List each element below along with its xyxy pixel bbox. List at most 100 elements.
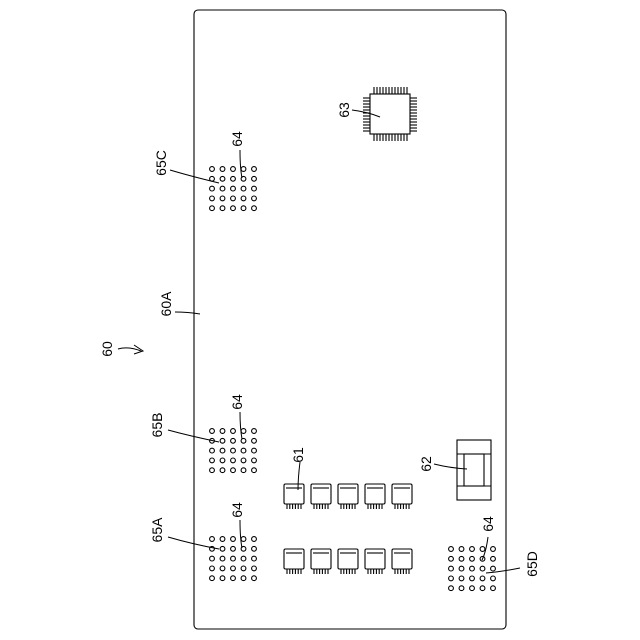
- package-body: [365, 549, 385, 569]
- label-64-d: 64: [480, 516, 496, 532]
- leader-line: [175, 312, 200, 314]
- via-hole: [241, 468, 246, 473]
- via-hole: [210, 458, 215, 463]
- via-hole: [459, 586, 464, 591]
- via-group-65d: [449, 547, 496, 591]
- via-hole: [231, 196, 236, 201]
- via-hole: [210, 576, 215, 581]
- via-hole: [220, 448, 225, 453]
- via-hole: [210, 468, 215, 473]
- via-hole: [210, 167, 215, 172]
- via-hole: [220, 438, 225, 443]
- via-hole: [480, 576, 485, 581]
- component-62: [457, 440, 491, 500]
- label-64-a: 64: [229, 502, 245, 518]
- via-hole: [231, 537, 236, 542]
- via-hole: [231, 167, 236, 172]
- via-hole: [470, 566, 475, 571]
- leader-line: [240, 150, 242, 178]
- via-hole: [231, 576, 236, 581]
- smd-package: [365, 549, 385, 574]
- smd-package: [338, 549, 358, 574]
- leader-line: [434, 464, 467, 469]
- via-hole: [470, 547, 475, 552]
- via-hole: [252, 576, 257, 581]
- via-group-65b: [210, 429, 257, 473]
- via-hole: [241, 576, 246, 581]
- via-hole: [210, 196, 215, 201]
- via-hole: [459, 547, 464, 552]
- via-hole: [252, 537, 257, 542]
- via-hole: [210, 556, 215, 561]
- via-hole: [231, 448, 236, 453]
- via-hole: [480, 566, 485, 571]
- via-hole: [220, 556, 225, 561]
- via-hole: [491, 547, 496, 552]
- via-hole: [449, 576, 454, 581]
- via-hole: [231, 176, 236, 181]
- label-65c: 65C: [153, 150, 169, 176]
- smd-package: [338, 484, 358, 509]
- via-hole: [220, 468, 225, 473]
- via-hole: [252, 566, 257, 571]
- label-61: 61: [290, 447, 306, 463]
- package-body: [365, 484, 385, 504]
- via-hole: [231, 438, 236, 443]
- leader-line: [240, 412, 242, 439]
- via-hole: [491, 566, 496, 571]
- via-hole: [449, 556, 454, 561]
- via-hole: [241, 429, 246, 434]
- via-hole: [252, 458, 257, 463]
- via-hole: [241, 566, 246, 571]
- via-hole: [491, 586, 496, 591]
- via-hole: [241, 167, 246, 172]
- via-hole: [252, 448, 257, 453]
- via-hole: [220, 458, 225, 463]
- smd-package: [284, 549, 304, 574]
- via-hole: [231, 458, 236, 463]
- via-hole: [231, 429, 236, 434]
- label-65d: 65D: [524, 551, 540, 577]
- via-hole: [231, 468, 236, 473]
- smd-package: [365, 484, 385, 509]
- ic-body: [370, 94, 410, 134]
- via-hole: [220, 576, 225, 581]
- package-body: [338, 484, 358, 504]
- via-hole: [210, 448, 215, 453]
- via-hole: [210, 429, 215, 434]
- via-hole: [241, 196, 246, 201]
- via-hole: [241, 537, 246, 542]
- via-hole: [210, 206, 215, 211]
- label-60a: 60A: [158, 291, 174, 317]
- via-hole: [252, 468, 257, 473]
- via-hole: [210, 566, 215, 571]
- smd-package: [392, 549, 412, 574]
- via-hole: [231, 186, 236, 191]
- via-hole: [470, 556, 475, 561]
- via-hole: [231, 566, 236, 571]
- leader-line: [240, 520, 242, 548]
- via-hole: [210, 186, 215, 191]
- via-hole: [252, 429, 257, 434]
- package-body: [284, 549, 304, 569]
- via-hole: [470, 576, 475, 581]
- via-hole: [252, 556, 257, 561]
- via-hole: [241, 186, 246, 191]
- via-hole: [252, 206, 257, 211]
- via-hole: [449, 586, 454, 591]
- via-hole: [220, 537, 225, 542]
- inner-band: [464, 454, 484, 486]
- smd-package: [311, 549, 331, 574]
- via-hole: [449, 566, 454, 571]
- leader-line: [298, 462, 300, 490]
- package-body: [284, 484, 304, 504]
- via-hole: [491, 556, 496, 561]
- via-hole: [231, 546, 236, 551]
- package-body: [311, 484, 331, 504]
- via-hole: [231, 556, 236, 561]
- via-hole: [491, 576, 496, 581]
- via-hole: [220, 546, 225, 551]
- label-62: 62: [418, 456, 434, 472]
- via-hole: [480, 586, 485, 591]
- smd-package: [284, 484, 304, 509]
